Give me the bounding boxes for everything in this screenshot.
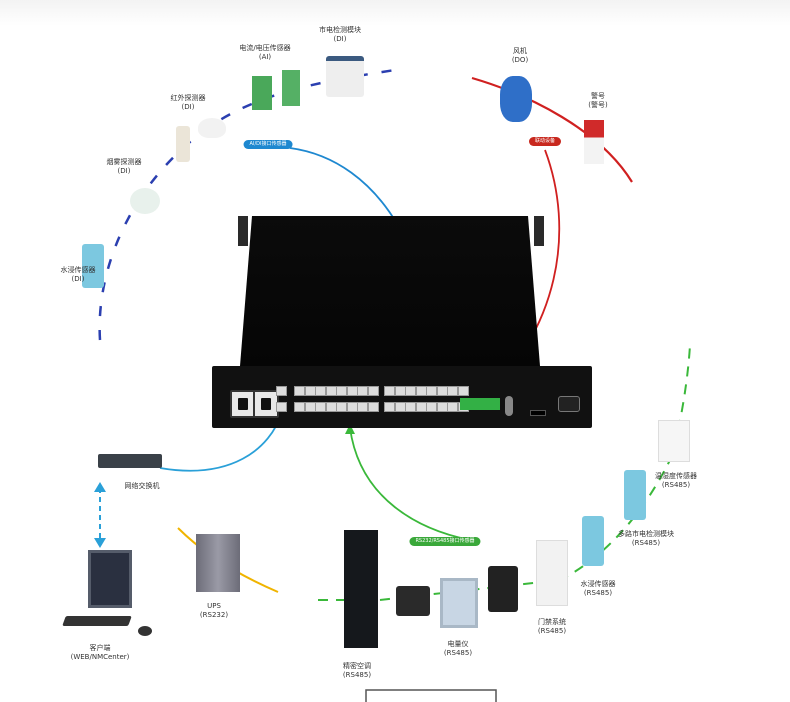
temp-humidity-device bbox=[658, 420, 690, 462]
ups-label: UPS(RS232) bbox=[199, 602, 229, 619]
top-fade bbox=[0, 0, 790, 26]
network-switch-label: 网络交换机 bbox=[124, 482, 160, 490]
power-socket-2 bbox=[253, 390, 279, 418]
sensor-port bbox=[384, 386, 395, 396]
multi-mains-device bbox=[624, 470, 646, 520]
smoke-detector-device bbox=[130, 188, 160, 214]
ai-di-bus-label: AI/DI接口传感器 bbox=[243, 140, 293, 149]
water-leak-485-label: 水浸传感器(RS485) bbox=[580, 580, 616, 597]
fan-label: 风机(DO) bbox=[511, 47, 529, 64]
client-label: 客户端(WEB/NMCenter) bbox=[70, 644, 130, 661]
sensor-port bbox=[436, 402, 448, 412]
sensor-port bbox=[346, 402, 358, 412]
meter-display-device bbox=[488, 566, 518, 612]
power-socket-1 bbox=[230, 390, 256, 418]
sensor-port bbox=[436, 386, 448, 396]
up-arrow bbox=[94, 482, 106, 492]
alarm-siren-label: 警号(警号) bbox=[588, 92, 608, 109]
smoke-detector-label: 烟雾探测器(DI) bbox=[106, 158, 142, 175]
voltage-sensor-device bbox=[282, 70, 300, 106]
meter-transducer-device bbox=[396, 586, 430, 616]
sensor-port bbox=[457, 386, 469, 396]
ups-device bbox=[196, 534, 240, 592]
sensor-port bbox=[325, 386, 337, 396]
power-meter-device bbox=[440, 578, 478, 628]
temp-humidity-label: 温湿度传感器(RS485) bbox=[655, 472, 697, 489]
infrared-detector-label: 红外探测器(DI) bbox=[170, 94, 206, 111]
water-leak-di-label: 水浸传感器(DI) bbox=[60, 266, 96, 283]
mains-module-device bbox=[326, 56, 364, 97]
do-bus-label: 联动设备 bbox=[528, 137, 562, 146]
down-arrow bbox=[94, 538, 106, 548]
sensor-port bbox=[294, 402, 305, 412]
do-terminal-block bbox=[460, 398, 500, 410]
rack-ear-left bbox=[238, 216, 248, 246]
network-switch-device bbox=[98, 454, 162, 468]
sensor-port bbox=[447, 386, 458, 396]
access-control-label: 门禁系统(RS485) bbox=[537, 618, 567, 635]
sensor-port bbox=[336, 386, 347, 396]
sim-slot bbox=[530, 410, 546, 416]
infrared-dome-device bbox=[198, 118, 226, 138]
sensor-port bbox=[367, 402, 379, 412]
sensor-port bbox=[304, 386, 316, 396]
sensor-port bbox=[426, 386, 437, 396]
sensor-port bbox=[336, 402, 347, 412]
power-meter-label: 电量仪(RS485) bbox=[443, 640, 473, 657]
network-port bbox=[276, 402, 287, 412]
antenna-connector bbox=[505, 396, 513, 416]
water-leak-485-device bbox=[582, 516, 604, 566]
rack-ear-right bbox=[534, 216, 544, 246]
sensor-port bbox=[405, 386, 416, 396]
mains-module-label: 市电检测模块(DI) bbox=[319, 26, 361, 43]
access-control-device bbox=[536, 540, 568, 606]
dual-rs-port bbox=[558, 396, 580, 412]
sensor-port bbox=[357, 402, 368, 412]
sensor-port bbox=[304, 402, 316, 412]
current-sensor-device bbox=[252, 76, 272, 110]
do-bus-line bbox=[471, 76, 633, 183]
multi-mains-label: 多路市电检测模块(RS485) bbox=[618, 530, 674, 547]
monitoring-host-top bbox=[240, 216, 540, 366]
sensor-port bbox=[315, 402, 326, 412]
client-monitor-device bbox=[88, 550, 132, 608]
serial-link-arrow bbox=[345, 424, 355, 434]
fan-device bbox=[500, 76, 532, 122]
serial-bus-label: RS232/RS485接口传感器 bbox=[409, 537, 481, 546]
serial-link-line bbox=[349, 427, 471, 541]
serial-bus-line bbox=[318, 344, 691, 601]
sensor-port bbox=[346, 386, 358, 396]
client-keyboard-device bbox=[62, 616, 132, 626]
sensor-port bbox=[384, 402, 395, 412]
sensor-port bbox=[394, 386, 406, 396]
current-voltage-label: 电流/电压传感器(AI) bbox=[239, 44, 291, 61]
sensor-port bbox=[294, 386, 305, 396]
bottom-frame bbox=[365, 689, 497, 702]
infrared-detector-device bbox=[176, 126, 190, 162]
sensor-port bbox=[367, 386, 379, 396]
sensor-port bbox=[405, 402, 416, 412]
precision-ac-device bbox=[344, 530, 378, 648]
precision-ac-label: 精密空调(RS485) bbox=[342, 662, 372, 679]
water-leak-di-device bbox=[82, 244, 104, 288]
sensor-port bbox=[325, 402, 337, 412]
sensor-port bbox=[415, 402, 427, 412]
sensor-port bbox=[394, 402, 406, 412]
sensor-port bbox=[357, 386, 368, 396]
network-port bbox=[276, 386, 287, 396]
sensor-port bbox=[315, 386, 326, 396]
sensor-port bbox=[415, 386, 427, 396]
alarm-siren-device bbox=[584, 120, 604, 164]
sensor-port bbox=[426, 402, 437, 412]
client-mouse-device bbox=[138, 626, 152, 636]
sensor-port bbox=[447, 402, 458, 412]
